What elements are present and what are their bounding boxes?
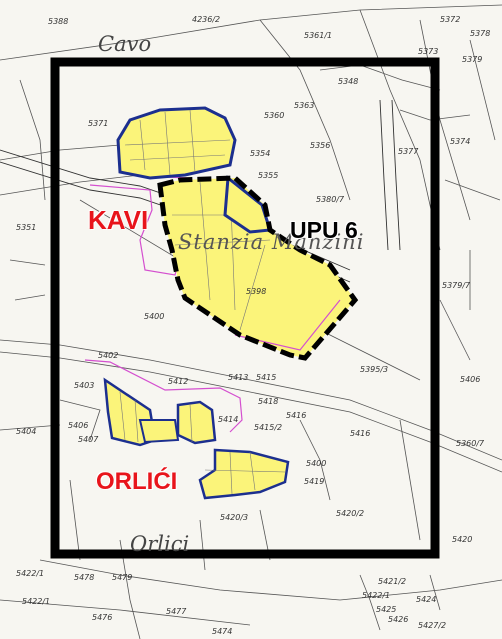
parcel-number: 5413: [228, 373, 249, 382]
parcel-number: 5425: [376, 605, 397, 614]
parcel-number: 5388: [48, 17, 69, 26]
parcel-number: 5416: [350, 429, 371, 438]
parcel-number: 5351: [16, 223, 37, 232]
orlici-small-area: [138, 419, 180, 444]
parcel-number: 5371: [88, 119, 109, 128]
parcel-number: 5416: [286, 411, 307, 420]
parcel-number: 5402: [98, 351, 119, 360]
cadastral-lines: [0, 4, 502, 639]
parcel-number: 5426: [388, 615, 409, 624]
parcel-number: 5419: [304, 477, 325, 486]
parcel-number: 5363: [294, 101, 315, 110]
area-frame: [50, 57, 440, 559]
parcel-number: 5372: [440, 15, 461, 24]
parcel-number: 4236/2: [192, 15, 221, 24]
orlici-south-area: [198, 448, 290, 500]
parcel-number: 5420/2: [336, 509, 365, 518]
settlement-label-orlici: ORLIĆI: [96, 468, 178, 495]
parcel-number: 5406: [460, 375, 481, 384]
parcel-number: 5414: [218, 415, 239, 424]
kavi-settlement-area: [116, 106, 237, 180]
place-name-manzini: Stanzia Manzini: [178, 230, 365, 254]
parcel-number: 5354: [250, 149, 271, 158]
parcel-number: 5412: [168, 377, 189, 386]
parcel-number: 5415/2: [254, 423, 283, 432]
parcel-number: 5403: [74, 381, 95, 390]
parcel-number: 5373: [418, 47, 439, 56]
parcel-number: 5478: [74, 573, 95, 582]
parcel-number: 5355: [258, 171, 279, 180]
place-name-orlici: Orlici: [130, 532, 190, 556]
place-name-cavo: Cavo: [98, 32, 152, 56]
parcel-number: 5476: [92, 613, 113, 622]
parcel-number: 5479: [112, 573, 133, 582]
parcel-number: 5420: [452, 535, 473, 544]
upu6-boundary: [157, 175, 359, 361]
parcel-number: 5424: [416, 595, 437, 604]
parcel-number: 5422/1: [362, 591, 391, 600]
parcel-number: 5377: [398, 147, 419, 156]
parcel-number: 5400: [306, 459, 327, 468]
kavi-internal-lines: [124, 109, 231, 176]
parcel-number: 5380/7: [316, 195, 345, 204]
parcel-number: 5374: [450, 137, 471, 146]
parcel-number: 5356: [310, 141, 331, 150]
parcel-number: 5378: [470, 29, 491, 38]
parcel-number: 5418: [258, 397, 279, 406]
parcel-number: 5407: [78, 435, 99, 444]
parcel-number: 5379: [462, 55, 483, 64]
parcel-number: 5477: [166, 607, 187, 616]
parcel-number: 5395/3: [360, 365, 389, 374]
parcel-number: 5422/1: [16, 569, 45, 578]
plan-label-upu6: UPU 6: [290, 217, 358, 243]
parcel-number: 5406: [68, 421, 89, 430]
parcel-number: 5404: [16, 427, 37, 436]
parcel-number: 5379/7: [442, 281, 471, 290]
settlement-label-kavi: KAVI: [88, 205, 149, 235]
parcel-number: 5398: [246, 287, 267, 296]
parcel-number: 5361/1: [304, 31, 333, 40]
parcel-number: 5360: [264, 111, 285, 120]
parcel-number: 5400: [144, 312, 165, 321]
parcel-number: 5415: [256, 373, 277, 382]
parcel-number: 5420/3: [220, 513, 249, 522]
orlici-internal-lines: [119, 391, 286, 495]
orlici-center-area: [176, 400, 217, 445]
parcel-number: 5348: [338, 77, 359, 86]
parcel-number: 5421/2: [378, 577, 407, 586]
parcel-number: 5474: [212, 627, 233, 636]
parcel-number: 5360/7: [456, 439, 485, 448]
parcel-number: 5422/1: [22, 597, 51, 606]
parcel-number: 5427/2: [418, 621, 447, 630]
